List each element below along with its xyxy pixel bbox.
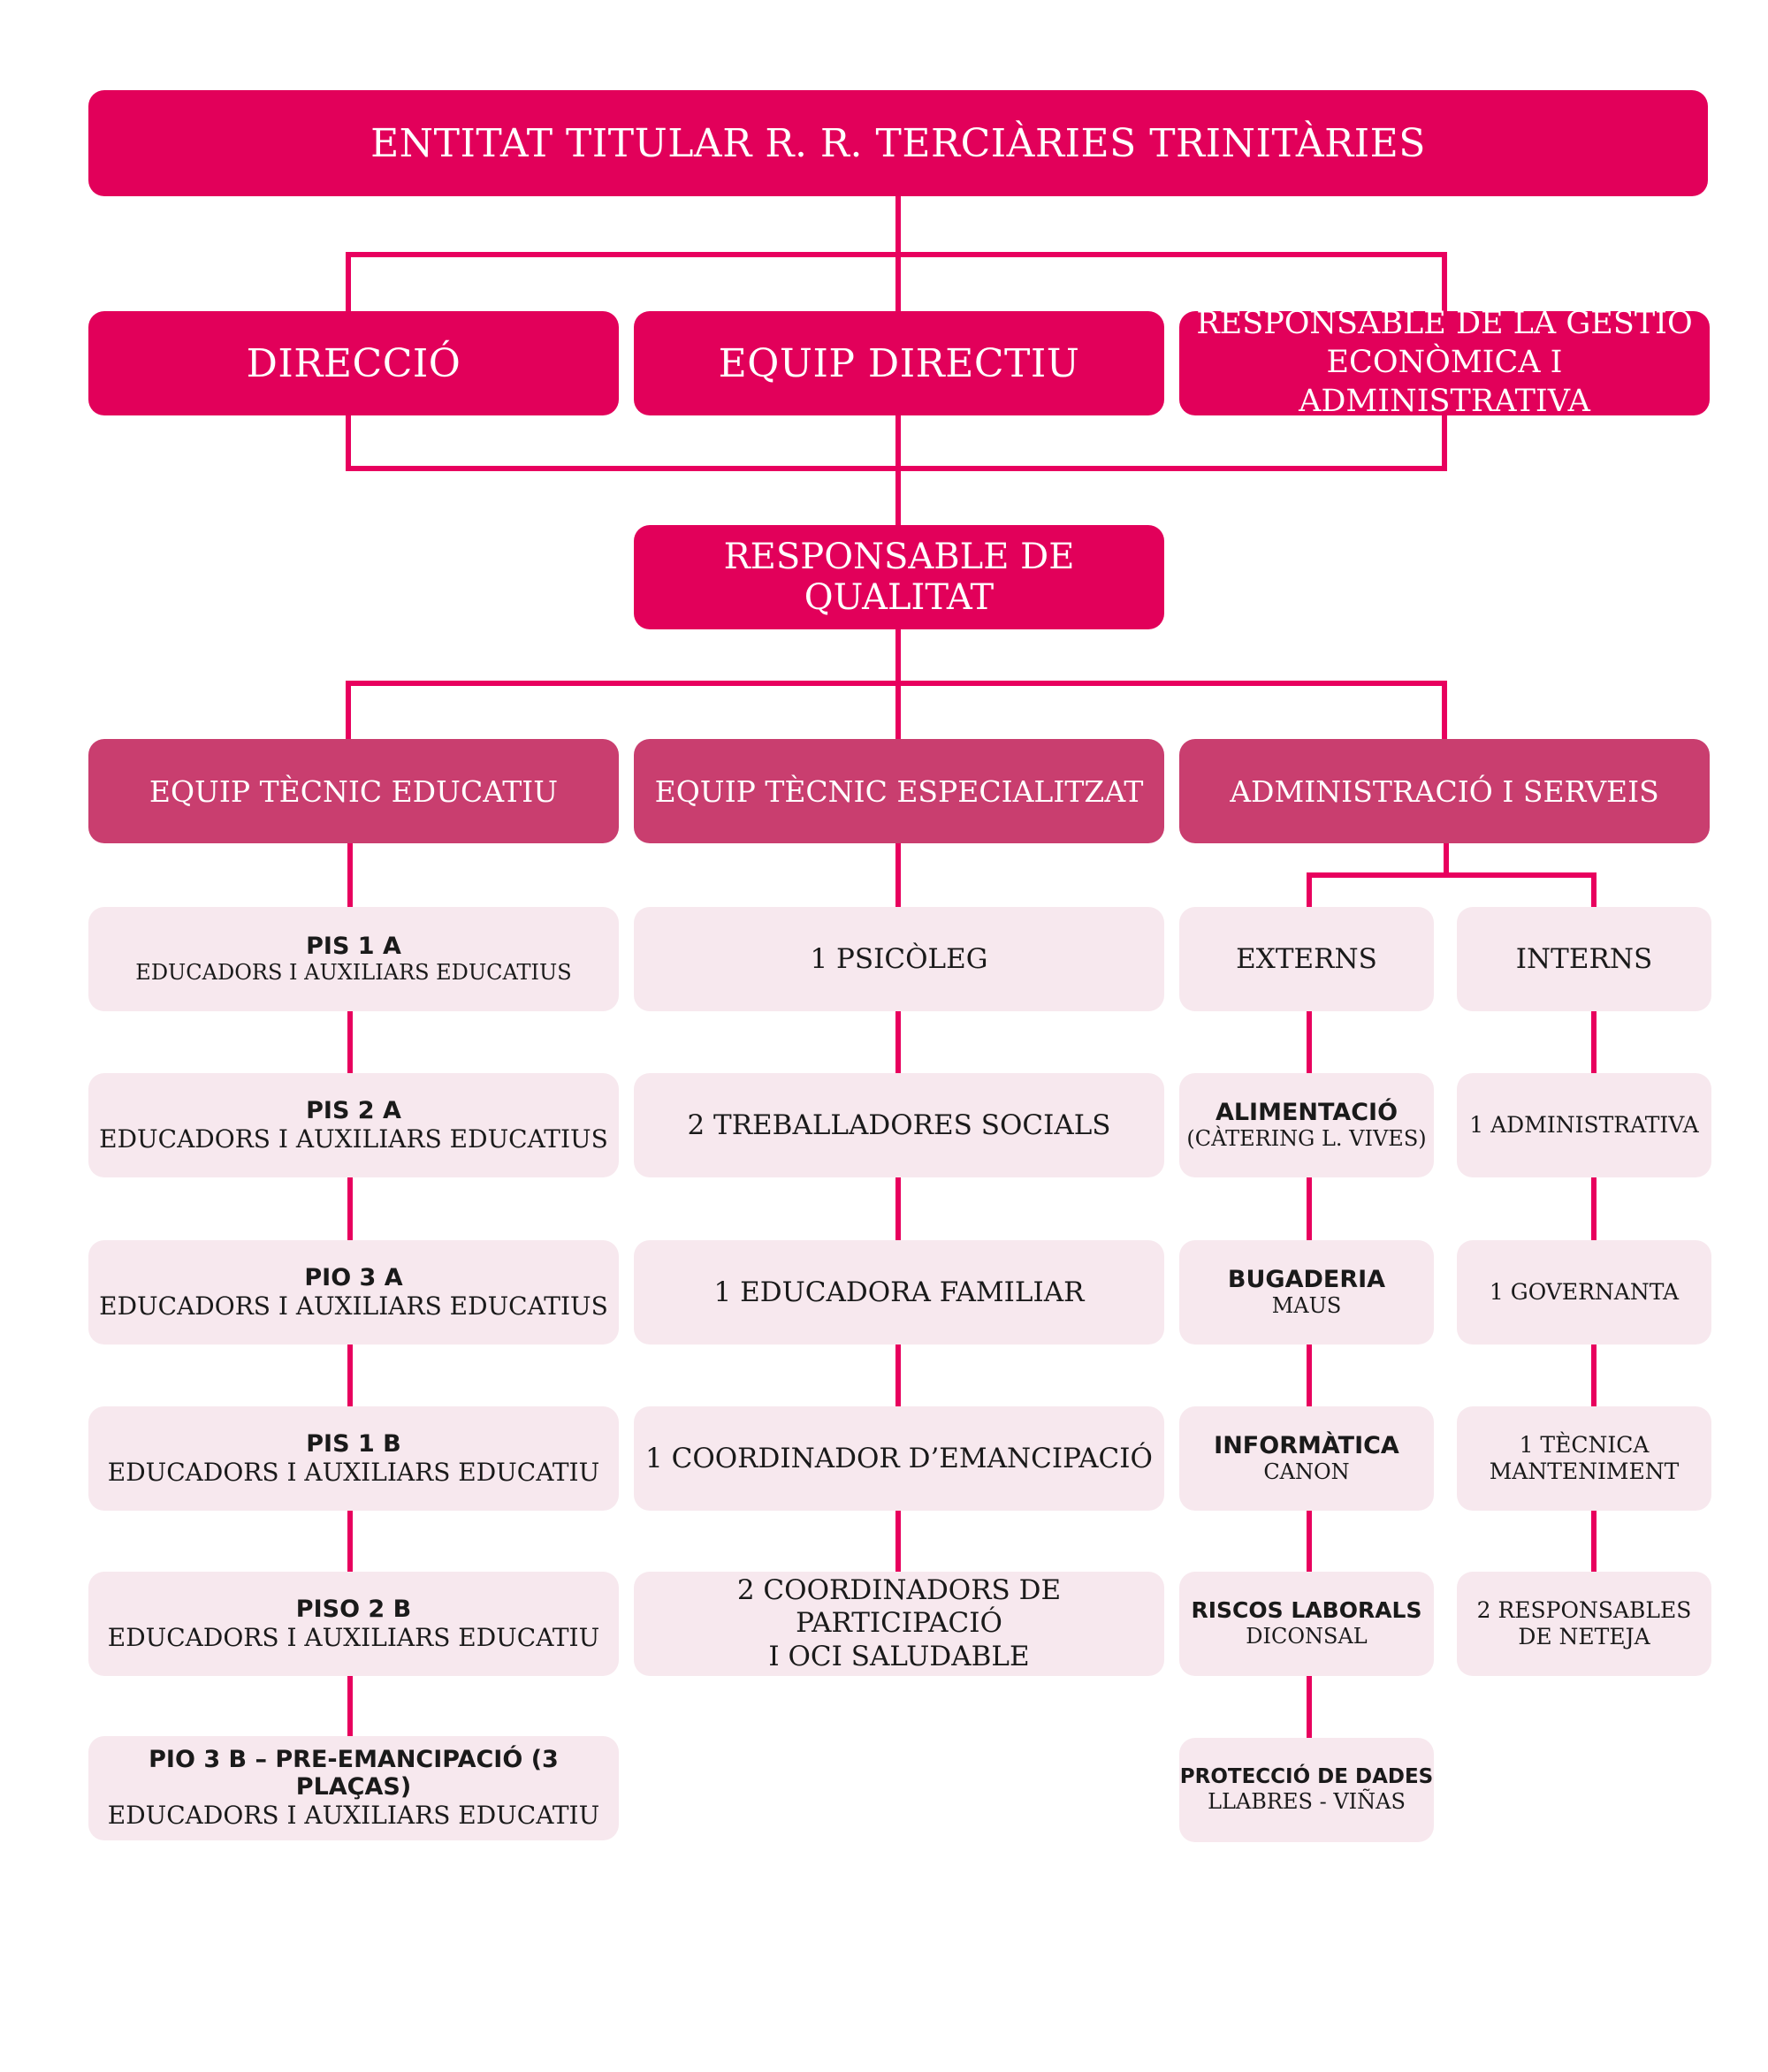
entitat-titular-label: ENTITAT TITULAR R. R. TERCIÀRIES TRINITÀ… [370, 120, 1426, 166]
responsable-gestio-box: RESPONSABLE DE LA GESTIÓ ECONÒMICA I ADM… [1179, 306, 1710, 419]
educatiu-item: PISO 2 B EDUCADORS I AUXILIARS EDUCATIU [88, 1572, 619, 1676]
interns-item: 1 ADMINISTRATIVA [1457, 1073, 1711, 1177]
externs-item-title: BUGADERIA [1227, 1266, 1386, 1294]
especialitzat-item-label: 1 EDUCADORA FAMILIAR [713, 1276, 1085, 1308]
especialitzat-item-label: 2 COORDINADORS DE PARTICIPACIÓ [736, 1574, 1062, 1640]
interns-item: 2 RESPONSABLES DE NETEJA [1457, 1572, 1711, 1676]
educatiu-item: PIS 1 B EDUCADORS I AUXILIARS EDUCATIU [88, 1406, 619, 1511]
interns-item-label-line2: DE NETEJA [1518, 1624, 1650, 1649]
educatiu-item: PIO 3 A EDUCADORS I AUXILIARS EDUCATIUS [88, 1240, 619, 1345]
direccio-label: DIRECCIÓ [246, 340, 461, 386]
externs-item: ALIMENTACIÓ (CÀTERING L. VIVES) [1179, 1073, 1434, 1177]
interns-label: INTERNS [1515, 943, 1653, 975]
educatiu-item-subtitle: EDUCADORS I AUXILIARS EDUCATIUS [135, 960, 572, 986]
externs-box: EXTERNS [1179, 907, 1434, 1011]
equip-tecnic-educatiu-box: EQUIP TÈCNIC EDUCATIU [88, 739, 619, 843]
externs-item-subtitle: LLABRES - VIÑAS [1208, 1788, 1406, 1814]
educatiu-item-title: PIS 2 A [306, 1096, 401, 1124]
educatiu-item-title: PIS 1 B [306, 1429, 401, 1458]
especialitzat-item: 2 TREBALLADORES SOCIALS [634, 1073, 1164, 1177]
educatiu-item-title: PIS 1 A [306, 933, 401, 961]
responsable-gestio-line2: ECONÒMICA I ADMINISTRATIVA [1299, 345, 1590, 419]
especialitzat-item-label: 1 COORDINADOR D’EMANCIPACIÓ [645, 1443, 1153, 1474]
especialitzat-item: 1 COORDINADOR D’EMANCIPACIÓ [634, 1406, 1164, 1511]
equip-tecnic-especialitzat-box: EQUIP TÈCNIC ESPECIALITZAT [634, 739, 1164, 843]
educatiu-item: PIS 2 A EDUCADORS I AUXILIARS EDUCATIUS [88, 1073, 619, 1177]
educatiu-item: PIO 3 B – PRE-EMANCIPACIÓ (3 PLAÇAS) EDU… [88, 1736, 619, 1840]
interns-box: INTERNS [1457, 907, 1711, 1011]
educatiu-item-subtitle: EDUCADORS I AUXILIARS EDUCATIU [107, 1801, 600, 1831]
responsable-qualitat-label: RESPONSABLE DE QUALITAT [723, 537, 1075, 618]
equip-directiu-label: EQUIP DIRECTIU [718, 340, 1080, 386]
entitat-titular-box: ENTITAT TITULAR R. R. TERCIÀRIES TRINITÀ… [88, 90, 1708, 196]
interns-item-label: 2 RESPONSABLES [1476, 1597, 1692, 1623]
especialitzat-item: 2 COORDINADORS DE PARTICIPACIÓ I OCI SAL… [634, 1572, 1164, 1676]
externs-item-subtitle: (CÀTERING L. VIVES) [1186, 1126, 1427, 1152]
educatiu-item-subtitle: EDUCADORS I AUXILIARS EDUCATIU [107, 1457, 600, 1487]
externs-item-subtitle: DICONSAL [1246, 1623, 1368, 1649]
especialitzat-item: 1 EDUCADORA FAMILIAR [634, 1240, 1164, 1345]
equip-tecnic-especialitzat-label: EQUIP TÈCNIC ESPECIALITZAT [654, 773, 1144, 809]
externs-item: BUGADERIA MAUS [1179, 1240, 1434, 1345]
externs-item: PROTECCIÓ DE DADES LLABRES - VIÑAS [1179, 1738, 1434, 1842]
externs-item-subtitle: MAUS [1271, 1293, 1342, 1319]
educatiu-item-title: PISO 2 B [295, 1595, 412, 1623]
administracio-serveis-box: ADMINISTRACIÓ I SERVEIS [1179, 739, 1710, 843]
especialitzat-item-label: 2 TREBALLADORES SOCIALS [687, 1109, 1111, 1141]
responsable-qualitat-box: RESPONSABLE DE QUALITAT [634, 525, 1164, 629]
educatiu-item-title: PIO 3 B – PRE-EMANCIPACIÓ (3 PLAÇAS) [149, 1746, 559, 1802]
administracio-serveis-label: ADMINISTRACIÓ I SERVEIS [1230, 773, 1659, 809]
externs-item-title: ALIMENTACIÓ [1215, 1099, 1398, 1127]
especialitzat-item-label: 1 PSICÒLEG [810, 943, 988, 975]
externs-item: INFORMÀTICA CANON [1179, 1406, 1434, 1511]
externs-item-subtitle: CANON [1263, 1459, 1350, 1485]
interns-item-label: 1 ADMINISTRATIVA [1469, 1112, 1699, 1138]
educatiu-item-title: PIO 3 A [304, 1263, 403, 1291]
educatiu-item-subtitle: EDUCADORS I AUXILIARS EDUCATIU [107, 1622, 600, 1652]
especialitzat-item: 1 PSICÒLEG [634, 907, 1164, 1011]
externs-item-title: INFORMÀTICA [1214, 1432, 1399, 1460]
equip-tecnic-educatiu-label: EQUIP TÈCNIC EDUCATIU [149, 773, 559, 809]
externs-item-title: RISCOS LABORALS [1191, 1597, 1422, 1624]
externs-item-title: PROTECCIÓ DE DADES [1179, 1765, 1434, 1789]
equip-directiu-box: EQUIP DIRECTIU [634, 311, 1164, 415]
especialitzat-item-label-line2: I OCI SALUDABLE [768, 1640, 1030, 1672]
interns-item-label: 1 TÈCNICA [1519, 1432, 1650, 1458]
interns-item: 1 GOVERNANTA [1457, 1240, 1711, 1345]
educatiu-item-subtitle: EDUCADORS I AUXILIARS EDUCATIUS [99, 1124, 608, 1154]
direccio-box: DIRECCIÓ [88, 311, 619, 415]
educatiu-item-subtitle: EDUCADORS I AUXILIARS EDUCATIUS [99, 1291, 608, 1321]
interns-item-label: 1 GOVERNANTA [1489, 1279, 1680, 1305]
educatiu-item: PIS 1 A EDUCADORS I AUXILIARS EDUCATIUS [88, 907, 619, 1011]
interns-item: 1 TÈCNICA MANTENIMENT [1457, 1406, 1711, 1511]
externs-label: EXTERNS [1236, 943, 1377, 975]
interns-item-label-line2: MANTENIMENT [1489, 1459, 1680, 1484]
responsable-gestio-line1: RESPONSABLE DE LA GESTIÓ [1196, 306, 1693, 342]
externs-item: RISCOS LABORALS DICONSAL [1179, 1572, 1434, 1676]
